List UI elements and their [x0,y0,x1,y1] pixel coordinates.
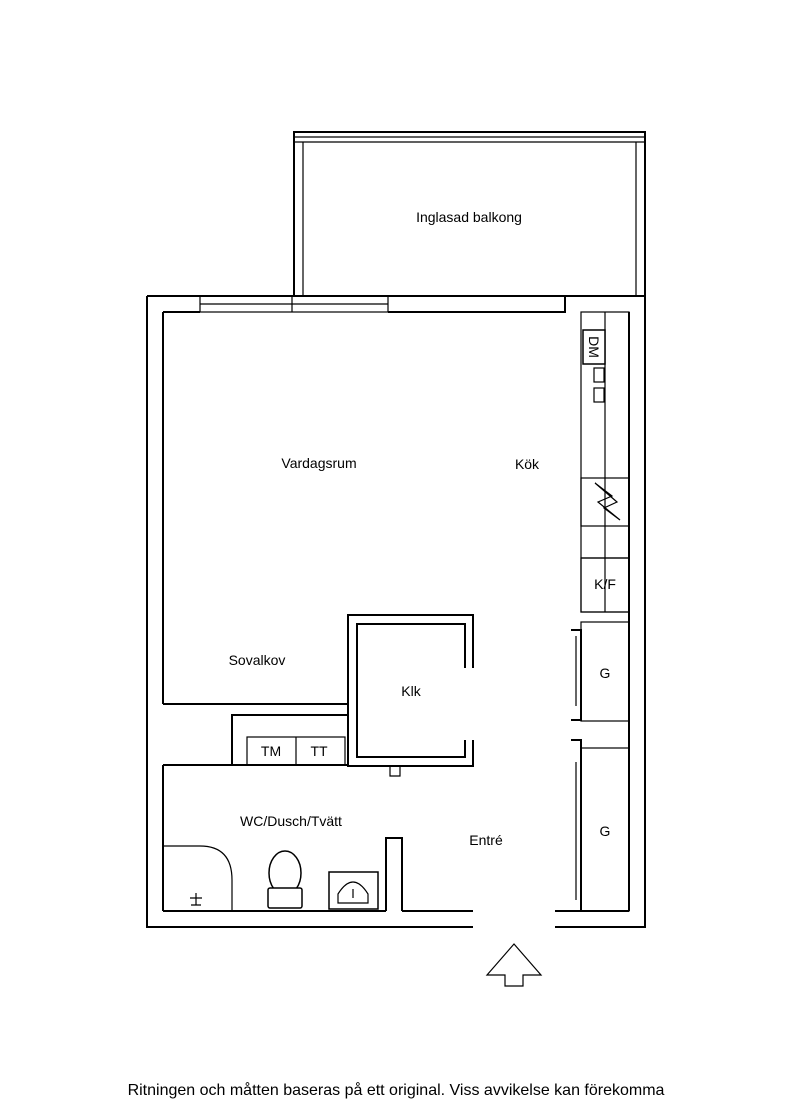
kitchen-counter [580,311,630,613]
room-label-alcove: Sovalkov [229,652,286,668]
fixture-label-wardrobe-2: G [600,823,611,839]
dishwasher [582,329,606,365]
closet-walls [347,614,474,777]
interior-walls [163,703,403,911]
washbasin [328,871,379,910]
sink-basin-1 [593,367,605,383]
stove-lightning-icon [594,482,621,521]
fixture-label-washer: TM [261,743,281,759]
room-label-entrance: Entré [469,832,503,848]
room-label-bathroom: WC/Dusch/Tvätt [240,813,342,829]
fixture-label-dryer: TT [310,743,328,759]
shower [163,845,233,911]
outer-walls [146,295,646,928]
sink-basin-2 [593,387,605,403]
toilet [267,850,303,909]
fridge-freezer [580,557,630,613]
fixture-label-dishwasher: DM [586,336,602,358]
shower-drain-icon [190,893,202,906]
disclaimer-caption: Ritningen och måtten baseras på ett orig… [127,1082,665,1099]
wardrobes [571,621,630,912]
room-label-closet: Klk [401,683,421,699]
room-label-kitchen: Kök [515,456,540,472]
windows [199,295,389,313]
room-label-balcony: Inglasad balkong [416,209,522,225]
entry-arrow-icon [485,943,543,987]
room-label-living: Vardagsrum [281,455,356,471]
fixture-label-fridge: K/F [594,576,616,592]
stove [580,477,630,527]
fixture-label-wardrobe-1: G [600,665,611,681]
